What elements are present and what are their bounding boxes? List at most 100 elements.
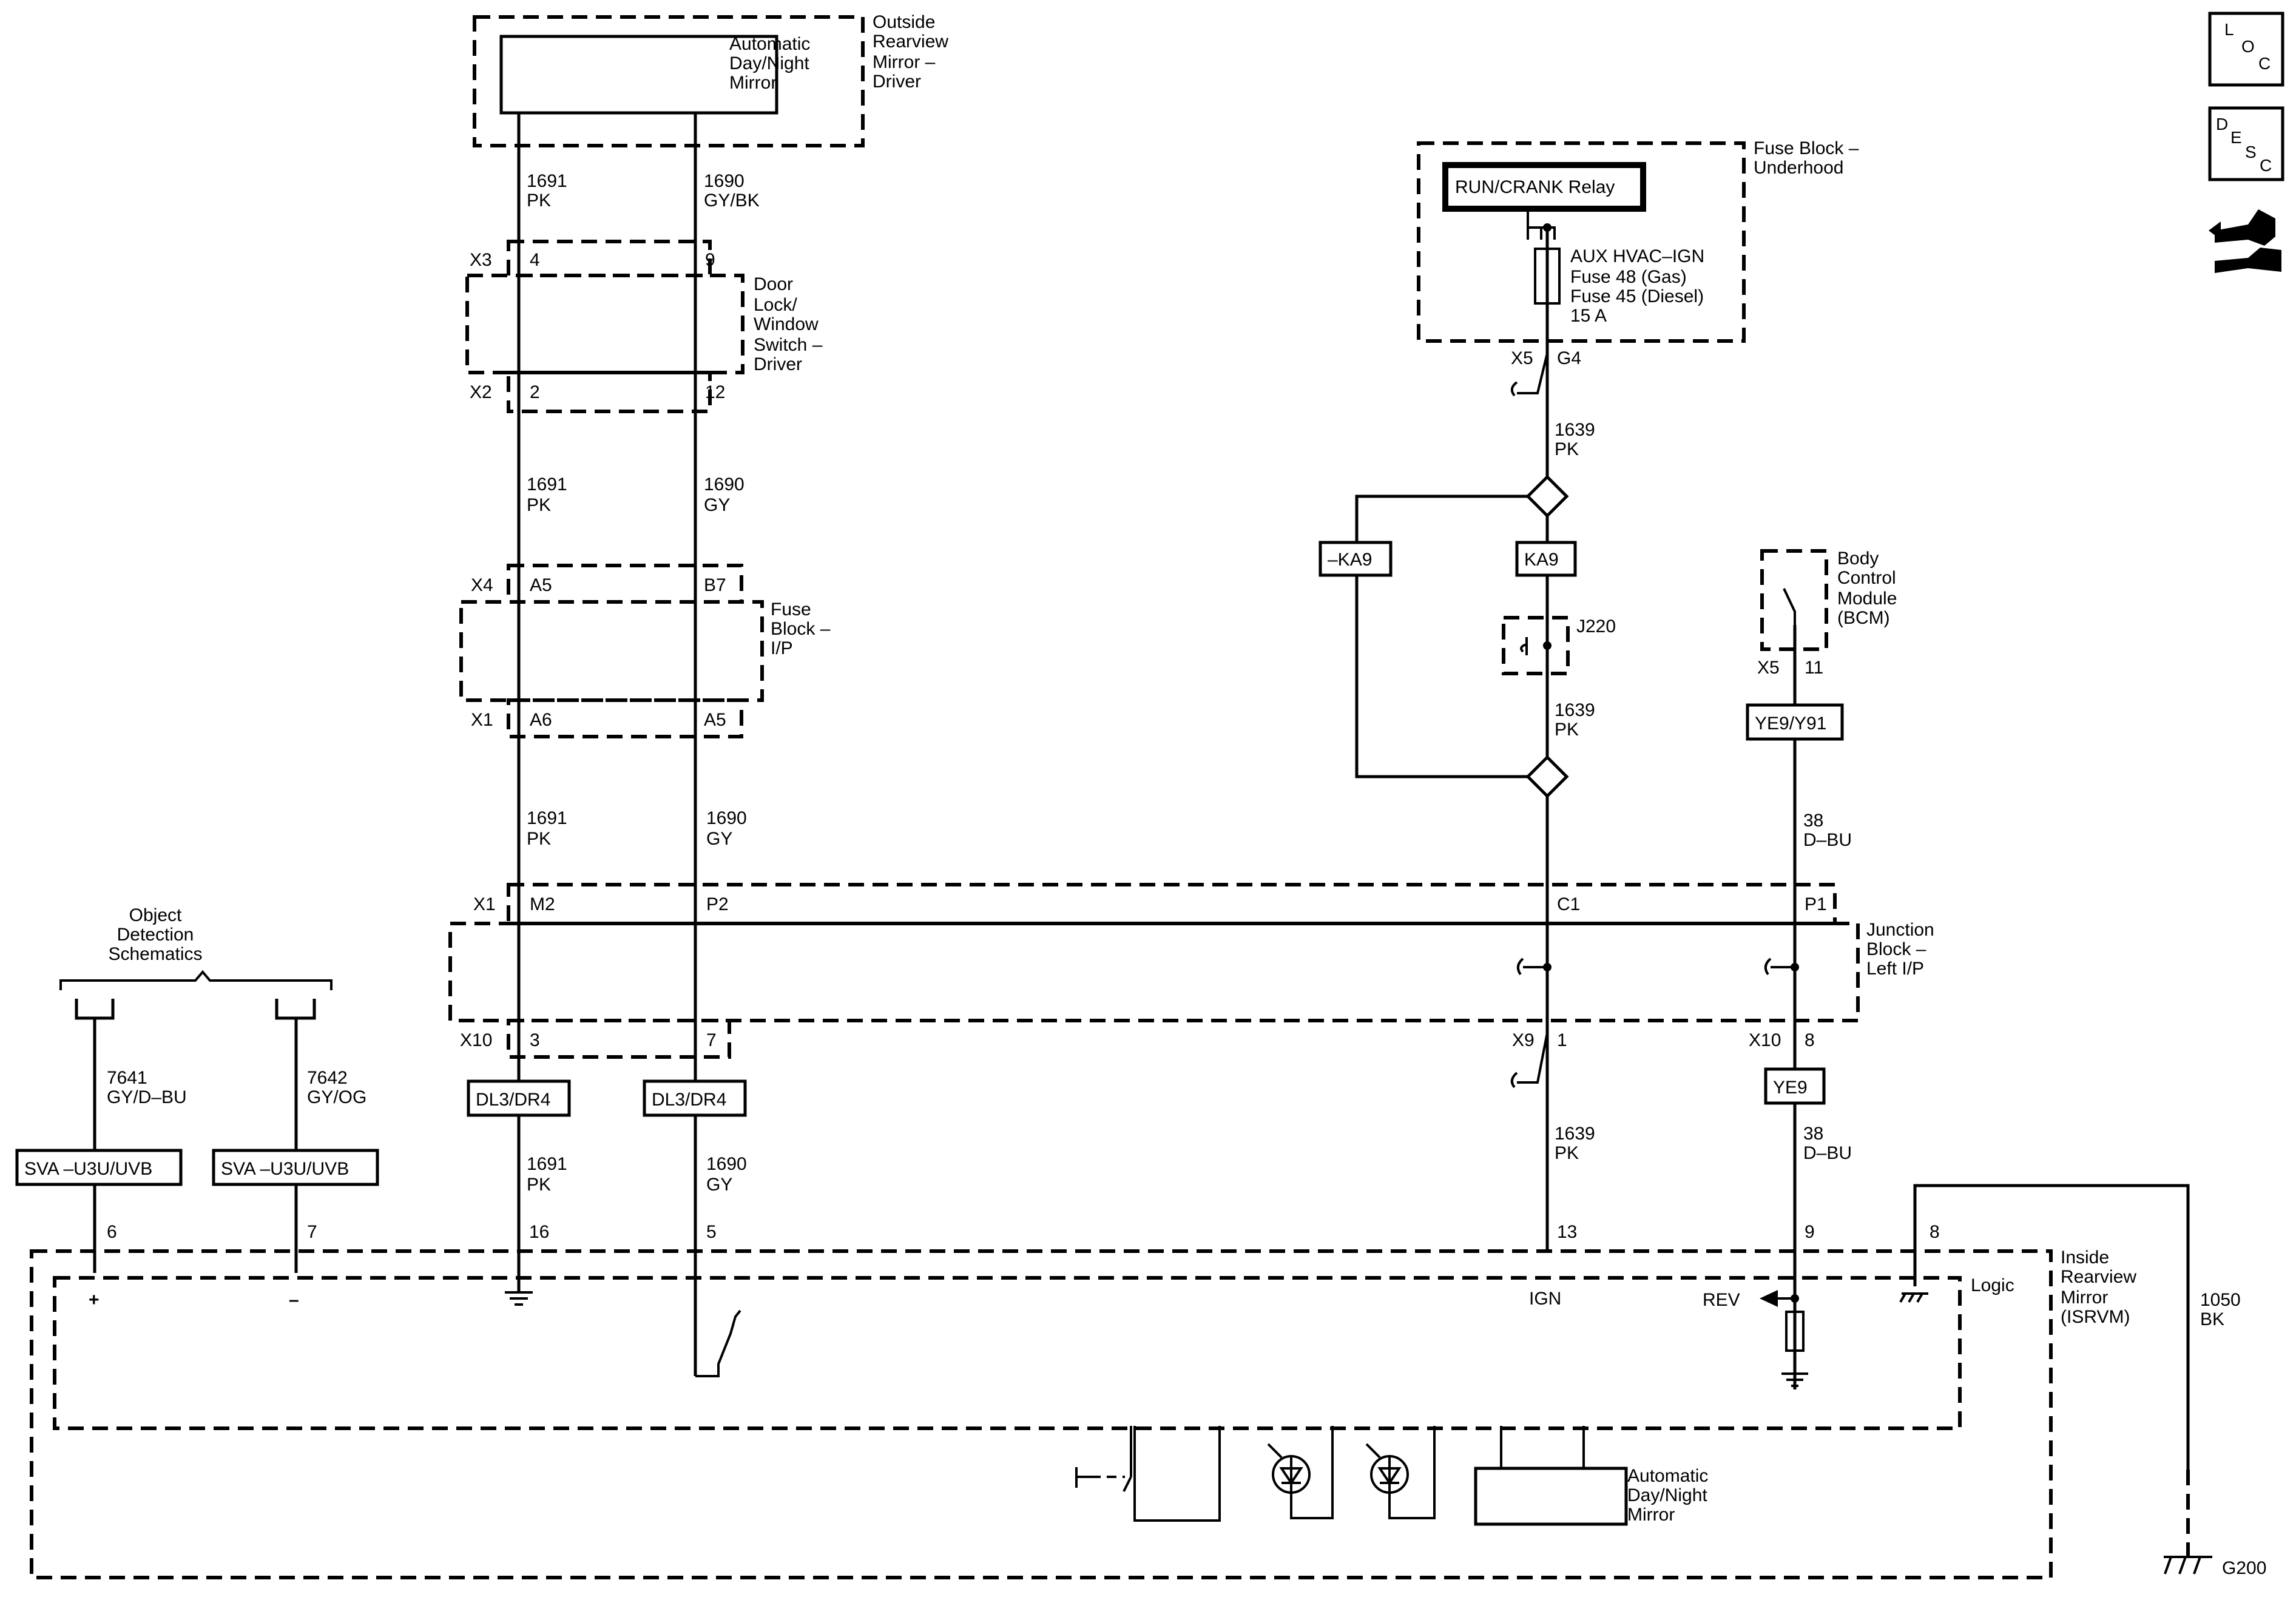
label: Body bbox=[1837, 549, 1879, 569]
label: PK bbox=[1555, 439, 1579, 459]
label: X10 bbox=[1749, 1030, 1781, 1050]
label: A5 bbox=[530, 575, 552, 595]
label: J220 bbox=[1576, 616, 1616, 636]
label: SVA –U3U/UVB bbox=[24, 1159, 152, 1179]
label: Fuse Block – bbox=[1754, 138, 1859, 158]
object-detection-bracket: Object Detection Schematics bbox=[59, 905, 333, 1020]
connector-tool-icon[interactable] bbox=[2209, 209, 2281, 273]
label: X5 bbox=[1511, 348, 1533, 368]
label: Mirror – bbox=[873, 52, 936, 72]
loc-icon[interactable]: L O C bbox=[2208, 12, 2284, 87]
label: SVA –U3U/UVB bbox=[221, 1159, 349, 1179]
label: 1050 bbox=[2200, 1290, 2241, 1310]
label: Rearview bbox=[2061, 1267, 2136, 1287]
rev-resistor bbox=[1785, 1311, 1805, 1352]
label: 8 bbox=[1805, 1030, 1815, 1050]
splice-j220: J220 bbox=[1502, 616, 1616, 675]
label: M2 bbox=[530, 894, 555, 914]
label: RUN/CRANK Relay bbox=[1455, 177, 1615, 197]
label: 7641 bbox=[107, 1068, 147, 1088]
label: Underhood bbox=[1754, 158, 1843, 178]
label: Object bbox=[129, 905, 182, 925]
label: 1690 bbox=[704, 474, 745, 495]
label: Block – bbox=[771, 619, 831, 639]
label: DL3/DR4 bbox=[476, 1090, 550, 1110]
label: D bbox=[2216, 115, 2228, 133]
label: Driver bbox=[754, 354, 802, 374]
label: GY bbox=[704, 495, 730, 515]
connector-x5-symbol bbox=[1510, 353, 1548, 397]
bcm-enclosure: Body Control Module (BCM) bbox=[1760, 549, 1897, 651]
label: AUX HVAC–IGN bbox=[1570, 246, 1704, 266]
label: Window bbox=[754, 314, 819, 334]
label: Mirror bbox=[2061, 1288, 2108, 1308]
label: PK bbox=[527, 191, 551, 211]
label: Automatic bbox=[1627, 1466, 1708, 1486]
label: C1 bbox=[1557, 894, 1580, 914]
label: Rearview bbox=[873, 32, 948, 52]
label: Block – bbox=[1866, 939, 1926, 959]
label: REV bbox=[1703, 1290, 1740, 1310]
label: 1691 bbox=[527, 808, 567, 828]
label: 16 bbox=[529, 1222, 549, 1242]
label: C bbox=[2258, 54, 2271, 73]
bcm-switch-symbol bbox=[1783, 588, 1796, 625]
label: I/P bbox=[771, 638, 793, 658]
option-sva-2: SVA –U3U/UVB bbox=[212, 1149, 379, 1186]
label: C bbox=[2260, 156, 2272, 175]
ground-symbol-logic bbox=[1899, 1292, 1928, 1303]
label: PK bbox=[527, 495, 551, 515]
label: Outside bbox=[873, 12, 935, 32]
switch-symbol-1690 bbox=[695, 1309, 741, 1377]
label: 1690 bbox=[706, 1154, 747, 1174]
label: G200 bbox=[2222, 1558, 2266, 1578]
label: Automatic bbox=[729, 34, 810, 54]
junction-block-enclosure: X1 M2 P2 C1 P1 X10 3 7 X9 1 X10 8 Juncti… bbox=[448, 883, 1934, 1059]
ground-symbol-g200 bbox=[2164, 1556, 2212, 1575]
ground-symbol-1691 bbox=[505, 1291, 533, 1306]
label: PK bbox=[1555, 720, 1579, 740]
option-not-ka9: –KA9 bbox=[1319, 541, 1393, 577]
isrvm-enclosure: Inside Rearview Mirror (ISRVM) Logic bbox=[30, 1247, 2136, 1579]
label: PK bbox=[527, 829, 551, 849]
option-ye9-y91: YE9/Y91 bbox=[1746, 703, 1844, 741]
option-ye9: YE9 bbox=[1764, 1067, 1826, 1105]
label: 6 bbox=[107, 1222, 117, 1242]
connector-x9-symbol bbox=[1510, 1032, 1548, 1089]
label: GY/D–BU bbox=[107, 1087, 187, 1107]
label: GY bbox=[706, 829, 732, 849]
label: 11 bbox=[1805, 658, 1823, 678]
label: Driver bbox=[873, 72, 921, 92]
label: Inside bbox=[2061, 1247, 2109, 1268]
fuse-block-ip-enclosure: X4 A5 B7 X1 A6 A5 Fuse Block – I/P bbox=[459, 564, 831, 738]
label: IGN bbox=[1529, 1289, 1561, 1309]
label: Control bbox=[1837, 568, 1896, 588]
label: X3 bbox=[470, 250, 492, 270]
label: Fuse 45 (Diesel) bbox=[1570, 286, 1704, 306]
label: – bbox=[289, 1290, 299, 1310]
label: Door bbox=[754, 274, 793, 294]
automatic-mirror-box bbox=[499, 35, 778, 115]
label: Day/Night bbox=[1627, 1485, 1707, 1505]
label: 1690 bbox=[704, 171, 745, 191]
label: Detection bbox=[117, 925, 194, 945]
label: 1 bbox=[1557, 1030, 1567, 1050]
label: X10 bbox=[460, 1030, 492, 1050]
label: 38 bbox=[1803, 811, 1823, 831]
label: 4 bbox=[530, 250, 540, 270]
label: P2 bbox=[706, 894, 729, 914]
label: DL3/DR4 bbox=[652, 1090, 726, 1110]
label: G4 bbox=[1557, 348, 1581, 368]
desc-icon[interactable]: D E S C bbox=[2208, 106, 2284, 181]
label: X5 bbox=[1757, 658, 1780, 678]
label: D–BU bbox=[1803, 830, 1852, 850]
label: 38 bbox=[1803, 1124, 1823, 1144]
option-dl3-dr4-1691: DL3/DR4 bbox=[467, 1079, 571, 1117]
label: (BCM) bbox=[1837, 608, 1890, 628]
label: Mirror bbox=[1627, 1505, 1675, 1525]
rev-arrow bbox=[1760, 1290, 1778, 1307]
label: YE9 bbox=[1773, 1078, 1808, 1098]
label: 9 bbox=[1805, 1222, 1815, 1242]
bypass-wire bbox=[1355, 495, 1528, 778]
